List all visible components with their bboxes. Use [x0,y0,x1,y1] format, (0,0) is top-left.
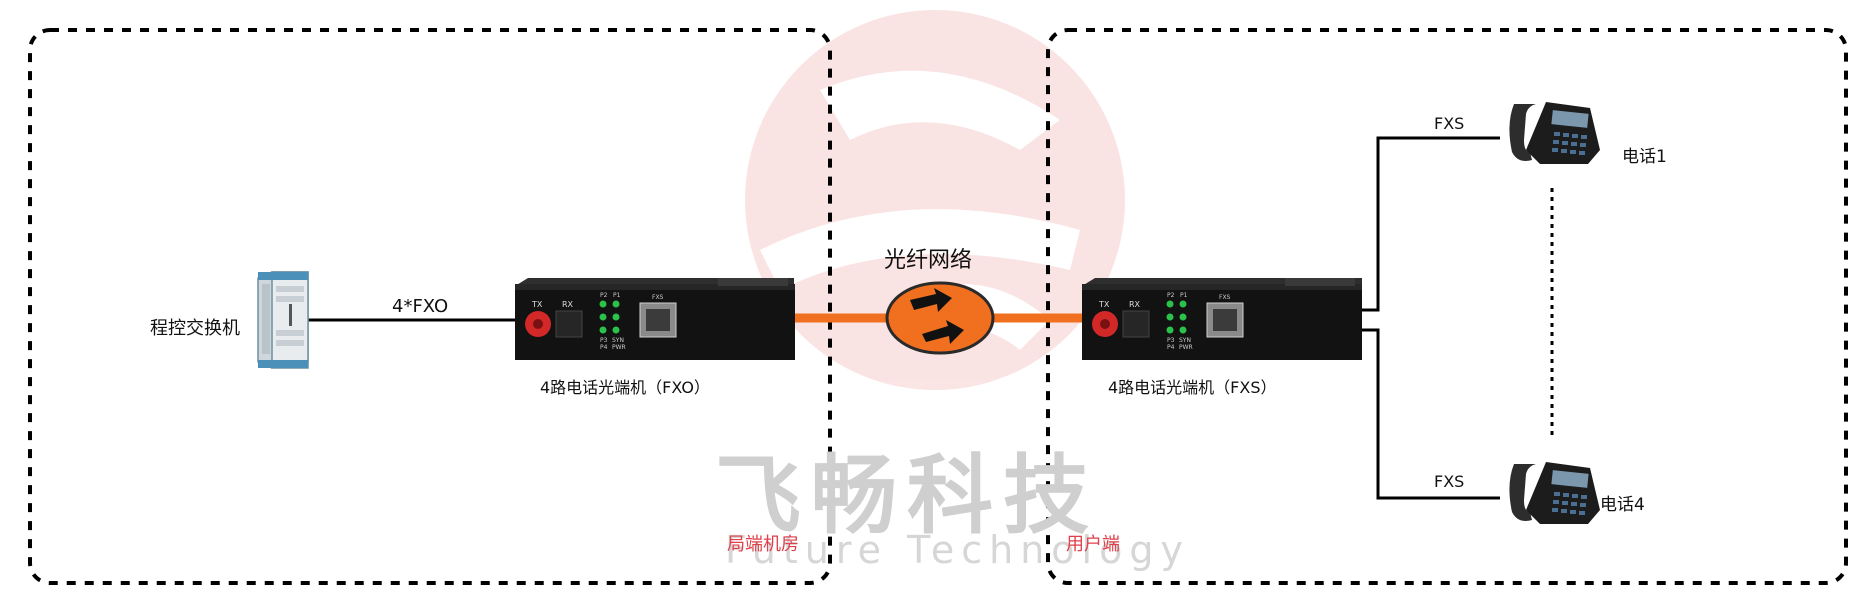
rx-port-icon [555,310,583,338]
fiber-network-icon [885,281,995,355]
rx-label: RX [562,300,574,309]
fxo-link-label: 4*FXO [392,296,449,317]
led-p1-label: P1 [613,292,621,299]
fiber-network-label: 光纤网络 [884,248,973,273]
port-label: FXS [1219,294,1231,301]
rx-label: RX [1129,300,1141,309]
led-p3-label: P3 [600,337,608,344]
exchange-cabinet-icon [257,271,309,369]
device-right-label: 4路电话光端机（FXS） [1108,378,1277,397]
tx-label: TX [1099,300,1110,309]
led-p2-label: P2 [600,292,608,299]
led-p1-label: P1 [1180,292,1188,299]
optical-transceiver-fxs [1082,278,1362,360]
zone-left-label: 局端机房 [727,534,799,555]
fxs-bottom-label: FXS [1434,472,1465,491]
rx-port-icon [1122,310,1150,338]
phone-4-icon [1509,462,1600,524]
led-pwr-label: PWR [1179,344,1193,351]
led-syn-label: SYN [612,337,624,344]
phone-4-label: 电话4 [1600,495,1645,515]
fxs-line-top [1362,136,1500,312]
port-label: FXS [652,294,664,301]
fxs-top-label: FXS [1434,114,1465,133]
phone-1-icon [1509,102,1600,164]
fxs-line-bottom [1362,328,1500,500]
zone-right-label: 用户端 [1066,534,1120,555]
phone-1-label: 电话1 [1622,147,1667,167]
device-left-label: 4路电话光端机（FXO） [540,378,710,397]
led-p2-label: P2 [1167,292,1175,299]
exchange-label: 程控交换机 [150,318,240,339]
led-p4-label: P4 [600,344,608,351]
led-p3-label: P3 [1167,337,1175,344]
optical-transceiver-fxo [515,278,795,360]
zone-central-office [28,28,832,585]
watermark-cn: 飞畅科技 [715,446,1099,546]
led-pwr-label: PWR [612,344,626,351]
zone-user-side [1046,28,1848,585]
led-syn-label: SYN [1179,337,1191,344]
tx-label: TX [532,300,543,309]
watermark-en: Future Technology [725,528,1190,572]
led-p4-label: P4 [1167,344,1175,351]
